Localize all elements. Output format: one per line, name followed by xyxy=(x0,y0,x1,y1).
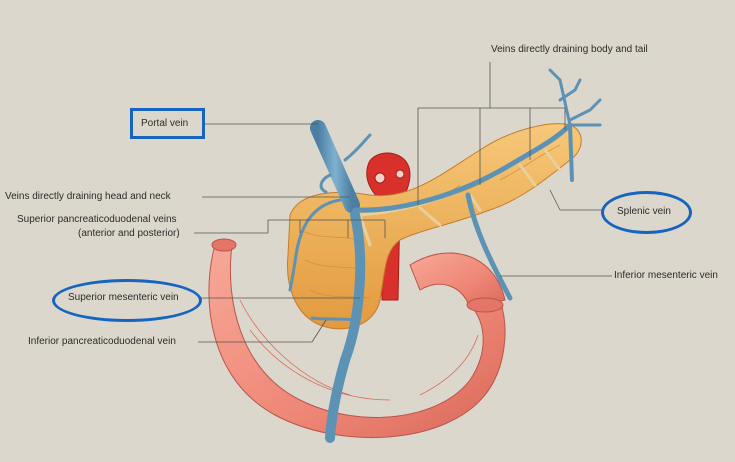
label-head-neck-veins: Veins directly draining head and neck xyxy=(5,191,171,203)
highlight-box-portal-vein xyxy=(130,108,205,139)
label-superior-pancreaticoduodenal-veins: Superior pancreaticoduodenal veins xyxy=(17,214,177,226)
label-inferior-pancreaticoduodenal-vein: Inferior pancreaticoduodenal vein xyxy=(28,336,176,348)
label-body-tail-veins: Veins directly draining body and tail xyxy=(491,44,648,56)
label-superior-pancreaticoduodenal-veins-sub: (anterior and posterior) xyxy=(78,228,180,240)
highlight-oval-splenic-vein xyxy=(601,191,692,234)
highlight-oval-superior-mesenteric-vein xyxy=(52,279,202,322)
label-inferior-mesenteric-vein: Inferior mesenteric vein xyxy=(614,270,718,282)
